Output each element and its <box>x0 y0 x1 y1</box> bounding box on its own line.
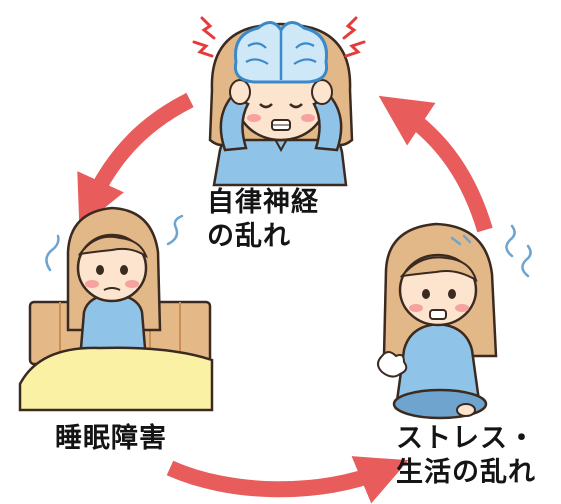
node-label-stress: ストレス・ 生活の乱れ <box>396 422 536 490</box>
node-label-line: の乱れ <box>207 221 291 252</box>
node-label-line: ストレス・ <box>396 423 536 454</box>
arrow-top-to-left <box>77 92 194 229</box>
cycle-arrows <box>77 92 493 504</box>
arrow-left-to-right <box>166 456 409 504</box>
worry-squiggle-icon <box>450 224 532 278</box>
stress-marks-icon <box>192 16 366 58</box>
sigh-puff-icon <box>377 351 408 378</box>
node-label-autonomic: 自律神経 の乱れ <box>207 186 319 254</box>
worry-marks-icon <box>45 214 184 272</box>
node-label-sleep: 睡眠障害 <box>55 422 167 456</box>
figure-top-headache <box>192 16 366 187</box>
figure-left-insomnia <box>18 206 214 412</box>
node-label-line: 生活の乱れ <box>396 457 536 488</box>
figure-right-stress <box>377 222 532 420</box>
node-label-line: 睡眠障害 <box>55 423 167 454</box>
node-label-line: 自律神経 <box>207 187 319 218</box>
arrow-right-to-top <box>378 95 493 233</box>
brain-icon <box>233 21 329 84</box>
